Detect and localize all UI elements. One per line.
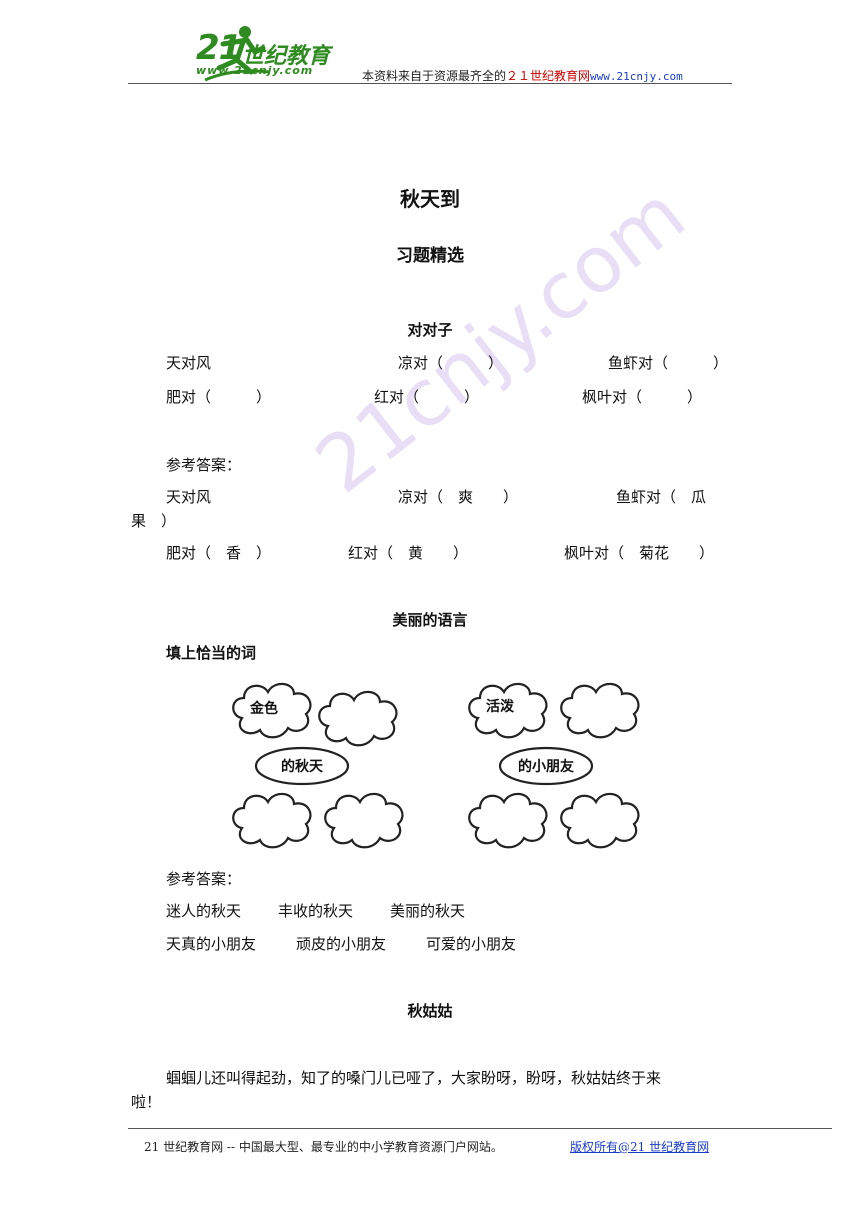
paragraph-line: 蝈蝈儿还叫得起劲，知了的嗓门儿已哑了，大家盼呀，盼呀，秋姑姑终于来 (166, 1069, 662, 1087)
header-source-text: 本资料来自于资源最齐全的２１世纪教育网www.21cnjy.com (362, 69, 683, 83)
logo-runner-icon (204, 26, 270, 82)
answer-label: 参考答案： (166, 870, 242, 888)
cloud-shape (324, 792, 404, 849)
answer-item: 天对风 (166, 488, 212, 506)
oval-text-right: 的小朋友 (518, 758, 574, 775)
answer-label: 参考答案： (166, 456, 242, 474)
page-title: 秋天到 (400, 187, 460, 211)
cloud-shape (468, 792, 548, 849)
answer-item: 鱼虾对（ 瓜 (616, 488, 707, 506)
answer-item: 顽皮的小朋友 (296, 935, 387, 953)
cloud-diagram: 金色 活泼 的秋天 的小朋友 (232, 682, 640, 849)
answer-item-wrap: 果 ） (131, 512, 177, 530)
couplet-item: 枫叶对（ ） (582, 388, 703, 406)
couplet-item: 凉对（ ） (398, 354, 504, 372)
paragraph-line: 啦！ (131, 1093, 162, 1111)
cloud-shape (232, 792, 312, 849)
couplet-item: 红对（ ） (374, 388, 480, 406)
couplet-item: 鱼虾对（ ） (608, 354, 729, 372)
answer-item: 美丽的秋天 (390, 902, 466, 920)
logo-url: www.21cnjy.com (196, 64, 314, 77)
answer-item: 红对（ 黄 ） (348, 544, 469, 562)
couplet-item: 天对风 (166, 354, 212, 372)
header-site-name: ２１世纪教育网 (506, 69, 591, 83)
instruction-text: 填上恰当的词 (166, 644, 257, 662)
cloud-shape (560, 792, 640, 849)
cloud-shape (560, 682, 640, 739)
header-site-url[interactable]: www.21cnjy.com (590, 70, 683, 83)
answer-item: 肥对（ 香 ） (166, 544, 272, 562)
cloud-word-left: 金色 (249, 700, 278, 717)
oval-shape (498, 746, 594, 786)
answer-item: 丰收的秋天 (278, 902, 354, 920)
section-heading-autumn: 秋姑姑 (407, 1002, 453, 1020)
page-subtitle: 习题精选 (396, 246, 464, 266)
answer-item: 凉对（ 爽 ） (398, 488, 519, 506)
oval-text-left: 的秋天 (281, 758, 324, 775)
cloud-word-right: 活泼 (486, 698, 515, 715)
logo-text: 世纪教育 (242, 44, 331, 69)
footer-copyright-link[interactable]: 版权所有@21 世纪教育网 (570, 1140, 710, 1154)
oval-shape (254, 746, 350, 786)
logo-number: 21 (196, 28, 242, 68)
answer-item: 天真的小朋友 (166, 935, 257, 953)
answer-item: 枫叶对（ 菊花 ） (564, 544, 715, 562)
footer-text: 21 世纪教育网 -- 中国最大型、最专业的中小学教育资源门户网站。 (144, 1140, 503, 1154)
section-heading-couplets: 对对子 (407, 321, 453, 339)
footer-divider (128, 1128, 832, 1129)
header-divider (128, 83, 732, 84)
cloud-shape (318, 690, 398, 747)
couplet-item: 肥对（ ） (166, 388, 272, 406)
section-heading-language: 美丽的语言 (392, 611, 468, 629)
watermark: 21cnjy.com (300, 169, 702, 511)
answer-item: 可爱的小朋友 (426, 935, 517, 953)
answer-item: 迷人的秋天 (166, 902, 242, 920)
